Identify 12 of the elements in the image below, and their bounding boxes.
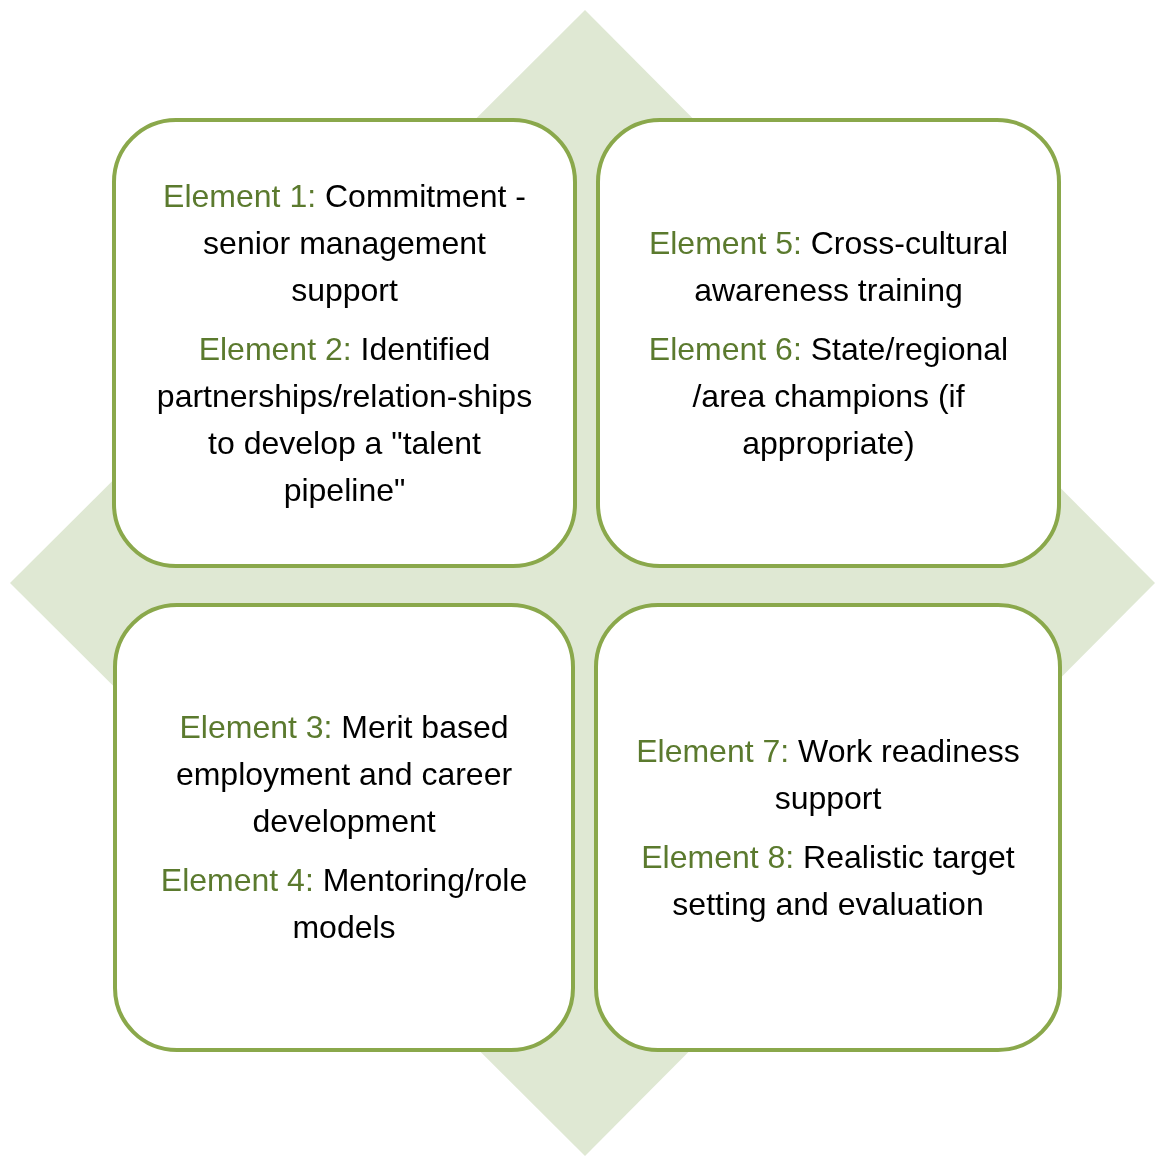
element-text: Element 4: Mentoring/role models bbox=[159, 861, 529, 947]
element-text: Element 7: Work readiness support bbox=[635, 731, 1021, 818]
rounded-box bbox=[112, 118, 577, 568]
element-text: Element 2: Identified partnerships/relation-ships to develop a "talent pipeline" bbox=[155, 329, 534, 510]
element-text: Element 3: Merit based employment and career development bbox=[174, 708, 514, 841]
rounded-box bbox=[113, 603, 575, 1052]
element-text: Element 1: Commitment - senior management support bbox=[162, 176, 527, 310]
rounded-box bbox=[594, 603, 1062, 1052]
element-text: Element 6: State/regional /area champions (if appropriate) bbox=[647, 329, 1010, 463]
element-text: Element 5: Cross-cultural awareness training bbox=[647, 223, 1010, 310]
rounded-box bbox=[596, 118, 1061, 568]
element-text: Element 8: Realistic target setting and evaluation bbox=[640, 837, 1016, 924]
